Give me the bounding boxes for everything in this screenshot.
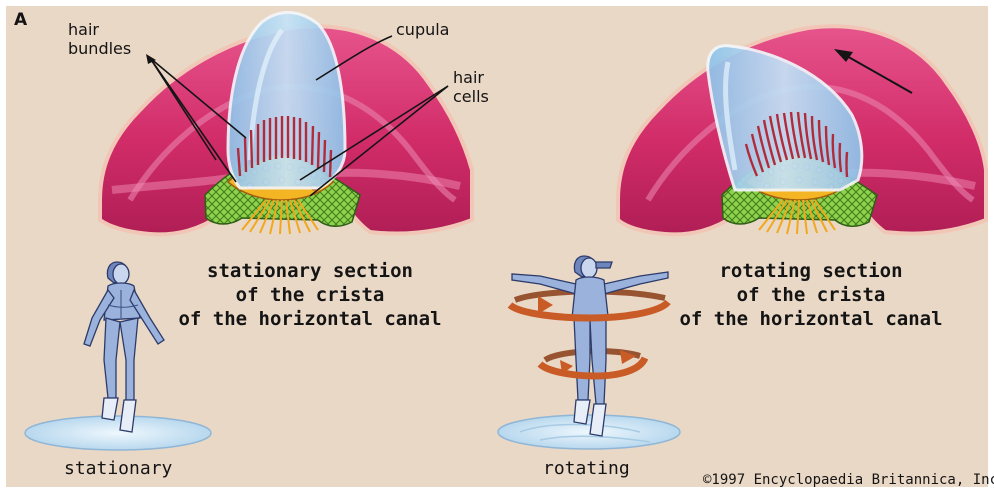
stationary-caption: stationary (64, 458, 172, 479)
stationary-title-line-3: of the horizontal canal (176, 307, 444, 331)
hair-bundles-label-line-2: bundles (68, 39, 131, 58)
panel-letter: A (14, 10, 27, 30)
rotating-crista (618, 26, 986, 234)
stationary-title-line-2: of the crista (176, 283, 444, 307)
hair-cells-label: hair cells (453, 68, 489, 106)
stationary-title-line-1: stationary section (176, 259, 444, 283)
rotating-section-title: rotating section of the crista of the ho… (668, 259, 954, 331)
copyright-notice: ©1997 Encyclopaedia Britannica, Inc (703, 472, 994, 488)
hair-cells-label-line-1: hair (453, 68, 489, 87)
hair-cells-label-line-2: cells (453, 87, 489, 106)
ice-disc-right (498, 415, 680, 449)
ice-disc-left (25, 416, 211, 450)
stationary-crista (100, 12, 472, 234)
rotating-title-line-2: of the crista (668, 283, 954, 307)
rotating-caption: rotating (543, 458, 630, 479)
hair-bundles-label: hair bundles (68, 20, 131, 58)
hair-bundles-label-line-1: hair (68, 20, 131, 39)
rotating-skater (498, 256, 680, 449)
cupula-label: cupula (396, 20, 449, 39)
stationary-section-title: stationary section of the crista of the … (176, 259, 444, 331)
rotating-title-line-3: of the horizontal canal (668, 307, 954, 331)
rotating-title-line-1: rotating section (668, 259, 954, 283)
